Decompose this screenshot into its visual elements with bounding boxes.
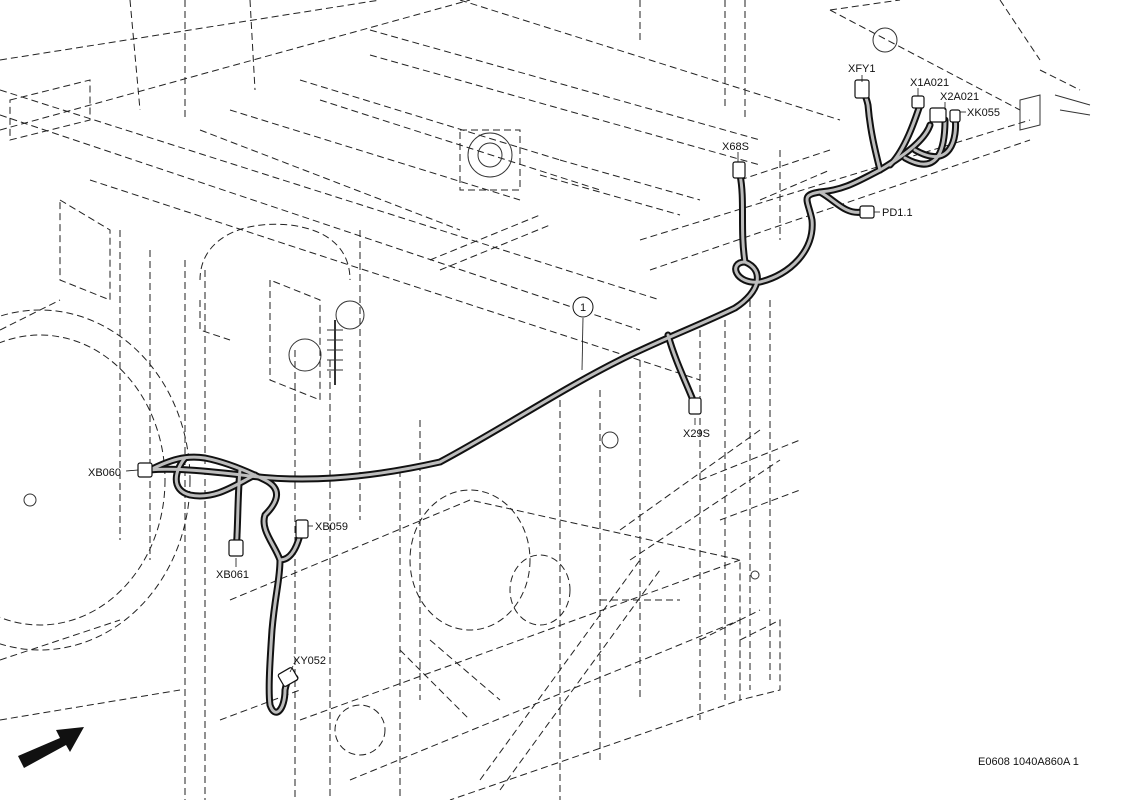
connector-x2a021 <box>929 107 947 123</box>
label-xb060: XB060 <box>88 467 121 479</box>
leader-lines <box>125 75 966 673</box>
connector-xb061 <box>228 539 244 557</box>
frame-solid-details <box>23 27 1091 580</box>
connector-x1a021 <box>911 95 925 109</box>
connector-pd1-1 <box>859 205 875 219</box>
callout-number: 1 <box>580 302 586 314</box>
connector-xk055 <box>949 109 961 123</box>
connector-xb060 <box>137 462 153 478</box>
front-direction-arrow-icon <box>18 727 84 768</box>
label-xb059: XB059 <box>315 521 348 533</box>
machine-frame <box>0 0 1081 800</box>
connector-labels: XFY1 X1A021 X2A021 XK055 PD1.1 X68S X29S… <box>88 63 1000 667</box>
connector-bodies <box>137 79 961 687</box>
label-x1a021: X1A021 <box>910 77 949 89</box>
callout-1: 1 <box>572 296 594 318</box>
connector-x29s <box>688 397 702 415</box>
label-pd1-1: PD1.1 <box>882 207 913 219</box>
label-xb061: XB061 <box>216 569 249 581</box>
connector-xb059 <box>295 519 309 539</box>
connector-x68s <box>732 161 746 179</box>
label-x29s: X29S <box>683 428 710 440</box>
label-xk055: XK055 <box>967 107 1000 119</box>
label-xfy1: XFY1 <box>848 63 876 75</box>
label-x68s: X68S <box>722 141 749 153</box>
label-xy052: XY052 <box>293 655 326 667</box>
connector-xy052 <box>277 667 299 687</box>
label-x2a021: X2A021 <box>940 91 979 103</box>
connector-xfy1 <box>854 79 870 99</box>
figure-code: E0608 1040A860A 1 <box>978 756 1079 768</box>
